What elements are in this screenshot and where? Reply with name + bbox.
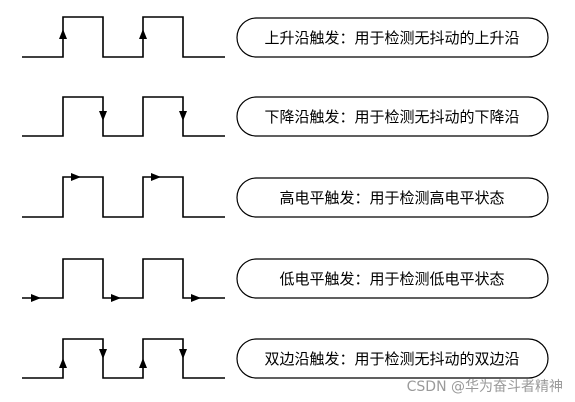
right-arrow-icon (111, 294, 121, 302)
right-arrow-icon (31, 294, 41, 302)
up-arrow-icon (59, 358, 67, 368)
label-box-low (236, 258, 549, 299)
label-text-falling: 下降沿触发：用于检测无抖动的下降沿 (264, 108, 519, 126)
label-box-high (236, 177, 549, 218)
waveform-rising (22, 16, 225, 58)
label-text-both: 双边沿触发：用于检测无抖动的双边沿 (264, 350, 519, 368)
label-box-rising (236, 17, 549, 58)
down-arrow-icon (179, 349, 187, 359)
waveform-high (22, 176, 225, 218)
down-arrow-icon (99, 111, 107, 121)
waveform-both (22, 338, 225, 379)
down-arrow-icon (99, 349, 107, 359)
row-low: 低电平触发：用于检测低电平状态 (22, 258, 549, 302)
watermark: CSDN @华为奋斗者精神 (406, 379, 563, 395)
label-text-high: 高电平触发：用于检测高电平状态 (279, 189, 504, 207)
right-arrow-icon (191, 294, 201, 302)
row-both: 双边沿触发：用于检测无抖动的双边沿 (22, 338, 549, 379)
down-arrow-icon (179, 111, 187, 121)
row-high: 高电平触发：用于检测高电平状态 (22, 173, 549, 218)
up-arrow-icon (139, 29, 147, 39)
up-arrow-icon (139, 358, 147, 368)
waveform-low (22, 258, 225, 299)
row-falling: 下降沿触发：用于检测无抖动的下降沿 (22, 96, 549, 137)
row-rising: 上升沿触发：用于检测无抖动的上升沿 (22, 16, 549, 58)
waveform-falling (22, 96, 225, 137)
right-arrow-icon (151, 173, 161, 181)
right-arrow-icon (71, 173, 81, 181)
label-box-both (236, 338, 549, 379)
label-text-rising: 上升沿触发：用于检测无抖动的上升沿 (264, 29, 519, 47)
label-box-falling (236, 96, 549, 137)
label-text-low: 低电平触发：用于检测低电平状态 (279, 270, 504, 288)
up-arrow-icon (59, 29, 67, 39)
